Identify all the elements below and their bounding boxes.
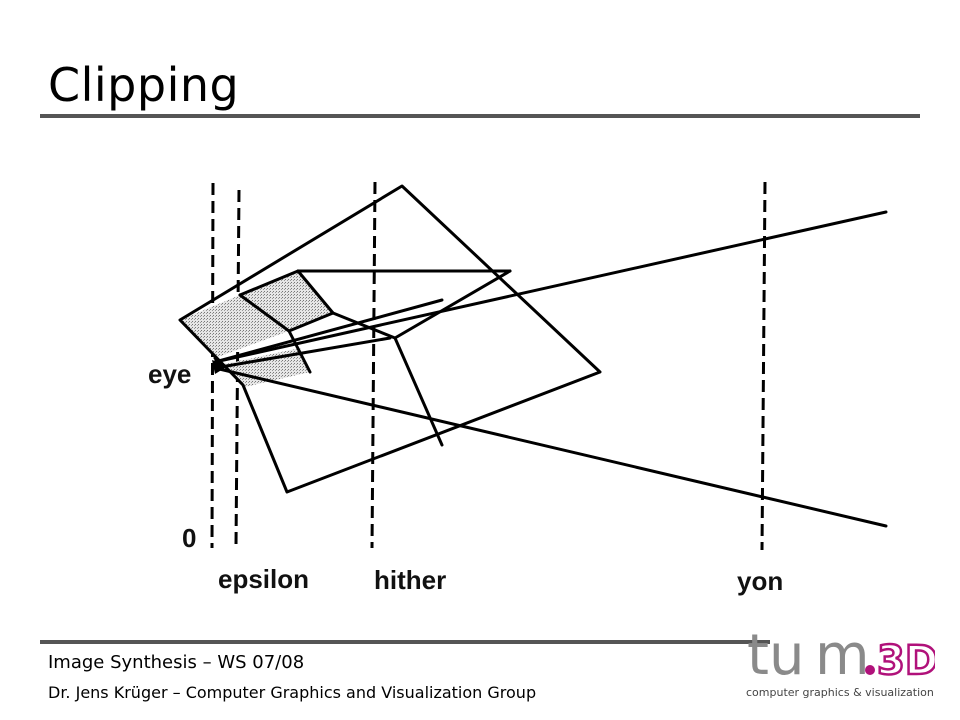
logo-mark-tu: tu: [747, 623, 804, 688]
plane-yon-line: [760, 181, 767, 551]
label-yon: yon: [737, 566, 783, 596]
footer-rule: [40, 640, 770, 644]
logo-mark-m: m: [815, 623, 870, 688]
label-eye: eye: [148, 359, 191, 389]
label-zero: 0: [182, 523, 196, 553]
tum3d-logo: tu m 3D: [747, 623, 935, 688]
shaded-region-lower: [220, 348, 310, 387]
footer-author: Dr. Jens Krüger – Computer Graphics and …: [48, 683, 537, 702]
outer-polygon: [178, 184, 602, 494]
shaded-region-left: [180, 295, 289, 358]
label-epsilon: epsilon: [218, 564, 309, 594]
frustum-rays: [213, 210, 888, 528]
inner-grid: [213, 269, 512, 447]
lower-inner-ray: [213, 336, 392, 370]
plane-epsilon-line: [234, 189, 241, 546]
logo-tagline: computer graphics & visualization: [746, 686, 934, 699]
eye-marker: [212, 360, 228, 374]
footer-course: Image Synthesis – WS 07/08: [48, 652, 305, 673]
upper-ray: [213, 210, 888, 364]
label-hither: hither: [374, 565, 446, 595]
logo-mark-3d: 3D: [877, 638, 935, 684]
plane-zero-line: [210, 182, 215, 549]
title-underline: [40, 114, 920, 118]
lower-ray: [213, 366, 888, 528]
middle-ray: [213, 298, 444, 364]
plane-hither-line: [370, 181, 377, 549]
logo-dot: [865, 665, 875, 675]
slide-title: Clipping: [48, 58, 240, 112]
